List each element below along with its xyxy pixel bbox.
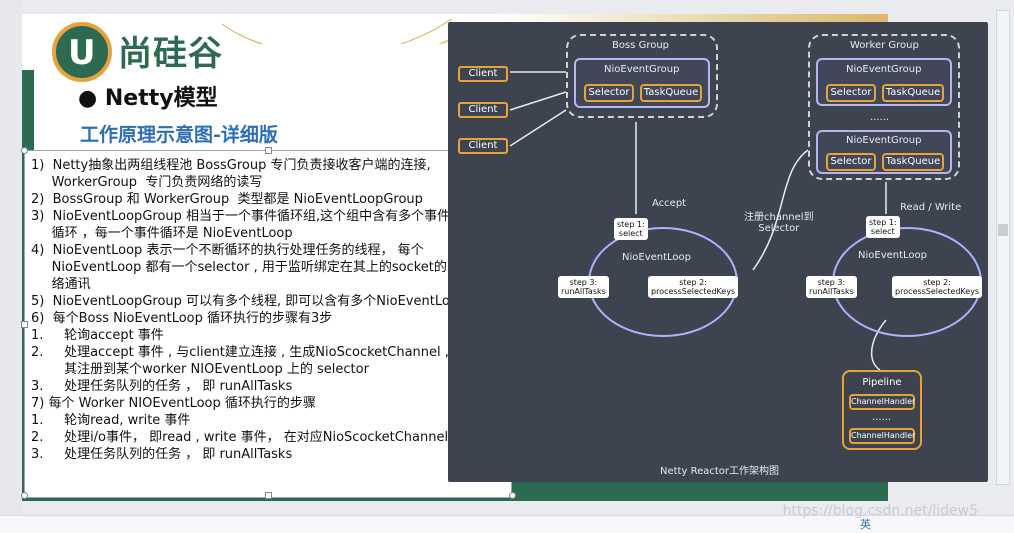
- resize-handle-n[interactable]: [265, 147, 272, 154]
- worker-step2: step 2: processSelectedKeys: [892, 276, 983, 298]
- ellipsis: ......: [872, 412, 892, 423]
- pipeline-label: Pipeline: [862, 377, 902, 388]
- channel-handler-chip: ChannelHandler: [849, 394, 915, 410]
- worker-nio-event-group: NioEventGroup Selector TaskQueue: [816, 130, 952, 174]
- description-line: WorkerGroup 专门负责网络的读写: [31, 175, 263, 190]
- ellipsis: ......: [870, 112, 890, 123]
- netty-architecture-diagram[interactable]: Client Client Client Boss Group NioEvent…: [448, 22, 988, 482]
- status-bar: [0, 515, 1014, 533]
- boss-group-label: Boss Group: [612, 40, 670, 51]
- description-line: 4) NioEventLoop 表示一个不断循环的执行处理任务的线程， 每个: [31, 243, 424, 258]
- client-box: Client: [458, 138, 508, 154]
- description-line: 7) 每个 Worker NIOEventLoop 循环执行的步骤: [31, 396, 316, 411]
- task-queue-chip: TaskQueue: [640, 84, 702, 102]
- description-line: 2) BossGroup 和 WorkerGroup 类型都是 NioEvent…: [31, 192, 423, 207]
- slide-bullet-title: ● Netty模型: [78, 86, 218, 111]
- description-line: 3. 处理任务队列的任务 ， 即 runAllTasks: [31, 447, 293, 462]
- description-line: 其注册到某个worker NIOEventLoop 上的 selector: [31, 362, 369, 377]
- task-queue-chip: TaskQueue: [882, 153, 944, 171]
- read-write-label: Read / Write: [900, 202, 962, 213]
- resize-handle-w[interactable]: [21, 321, 28, 328]
- worker-step3: step 3: runAllTasks: [806, 276, 857, 298]
- accept-label: Accept: [652, 198, 687, 209]
- worker-group: Worker Group NioEventGroup Selector Task…: [808, 34, 960, 180]
- left-margin: [0, 0, 22, 533]
- worker-group-label: Worker Group: [850, 40, 919, 51]
- selector-chip: Selector: [584, 84, 634, 102]
- boss-step2: step 2: processSelectedKeys: [648, 276, 739, 298]
- boss-nio-event-group: NioEventGroup Selector TaskQueue: [574, 58, 710, 108]
- worker-event-loop-label: NioEventLoop: [858, 250, 928, 261]
- selector-chip: Selector: [826, 84, 876, 102]
- worker-step1: step 1: select: [866, 216, 900, 238]
- logo-text: 尚硅谷: [118, 34, 223, 74]
- description-line: 6) 每个Boss NioEventLoop 循环执行的步骤有3步: [31, 311, 333, 326]
- selected-text-box[interactable]: 1) Netty抽象出两组线程池 BossGroup 专门负责接收客户端的连接,…: [21, 147, 516, 499]
- diagram-caption: Netty Reactor工作架构图: [660, 466, 779, 477]
- description-line: 3. 处理任务队列的任务 ， 即 runAllTasks: [31, 379, 293, 394]
- ime-tray-icon[interactable]: 英: [860, 518, 871, 531]
- logo-icon: U: [52, 22, 112, 82]
- resize-handle-se[interactable]: [509, 492, 516, 499]
- boss-group: Boss Group NioEventGroup Selector TaskQu…: [566, 34, 718, 118]
- boss-step3: step 3: runAllTasks: [558, 276, 609, 298]
- description-line: 循环 ，每一个事件循环是 NioEventLoop: [31, 226, 293, 241]
- selector-chip: Selector: [826, 153, 876, 171]
- description-lines: 1) Netty抽象出两组线程池 BossGroup 专门负责接收客户端的连接,…: [31, 157, 509, 463]
- description-line: 3) NioEventLoopGroup 相当于一个事件循环组,这个组中含有多个…: [31, 209, 451, 224]
- description-line: 1) Netty抽象出两组线程池 BossGroup 专门负责接收客户端的连接,: [31, 158, 431, 173]
- register-channel-label: 注册channel到 Selector: [744, 212, 814, 234]
- description-line: 5) NioEventLoopGroup 可以有多个线程, 即可以含有多个Nio…: [31, 294, 466, 309]
- scrollbar-thumb[interactable]: [998, 224, 1008, 236]
- nio-event-group-label: NioEventGroup: [604, 64, 680, 75]
- worker-nio-event-group: NioEventGroup Selector TaskQueue: [816, 58, 952, 106]
- resize-handle-nw[interactable]: [21, 147, 28, 154]
- description-line: 络通讯: [31, 277, 91, 292]
- boss-event-loop-label: NioEventLoop: [622, 252, 692, 263]
- task-queue-chip: TaskQueue: [882, 84, 944, 102]
- description-line: 2. 处理i/o事件， 即read , write 事件， 在对应NioScoc…: [31, 430, 479, 445]
- boss-step1: step 1: select: [614, 218, 648, 240]
- description-line: 1. 轮询accept 事件: [31, 328, 164, 343]
- client-box: Client: [458, 102, 508, 118]
- resize-handle-s[interactable]: [265, 492, 272, 499]
- nio-event-group-label: NioEventGroup: [846, 135, 922, 146]
- pipeline-box: Pipeline ChannelHandler ...... ChannelHa…: [842, 370, 922, 450]
- description-line: 1. 轮询read, write 事件: [31, 413, 191, 428]
- client-box: Client: [458, 66, 508, 82]
- resize-handle-sw[interactable]: [21, 492, 28, 499]
- description-line: 2. 处理accept 事件 , 与client建立连接 , 生成NioScoc…: [31, 345, 480, 360]
- channel-handler-chip: ChannelHandler: [849, 428, 915, 444]
- vertical-scrollbar[interactable]: [996, 10, 1010, 485]
- description-line: NioEventLoop 都有一个selector , 用于监听绑定在其上的so…: [31, 260, 460, 275]
- watermark-text: https://blog.csdn.net/lidew5: [782, 503, 978, 519]
- nio-event-group-label: NioEventGroup: [846, 64, 922, 75]
- bullet-title-text: Netty模型: [104, 86, 218, 111]
- slide-subtitle: 工作原理示意图-详细版: [80, 124, 278, 146]
